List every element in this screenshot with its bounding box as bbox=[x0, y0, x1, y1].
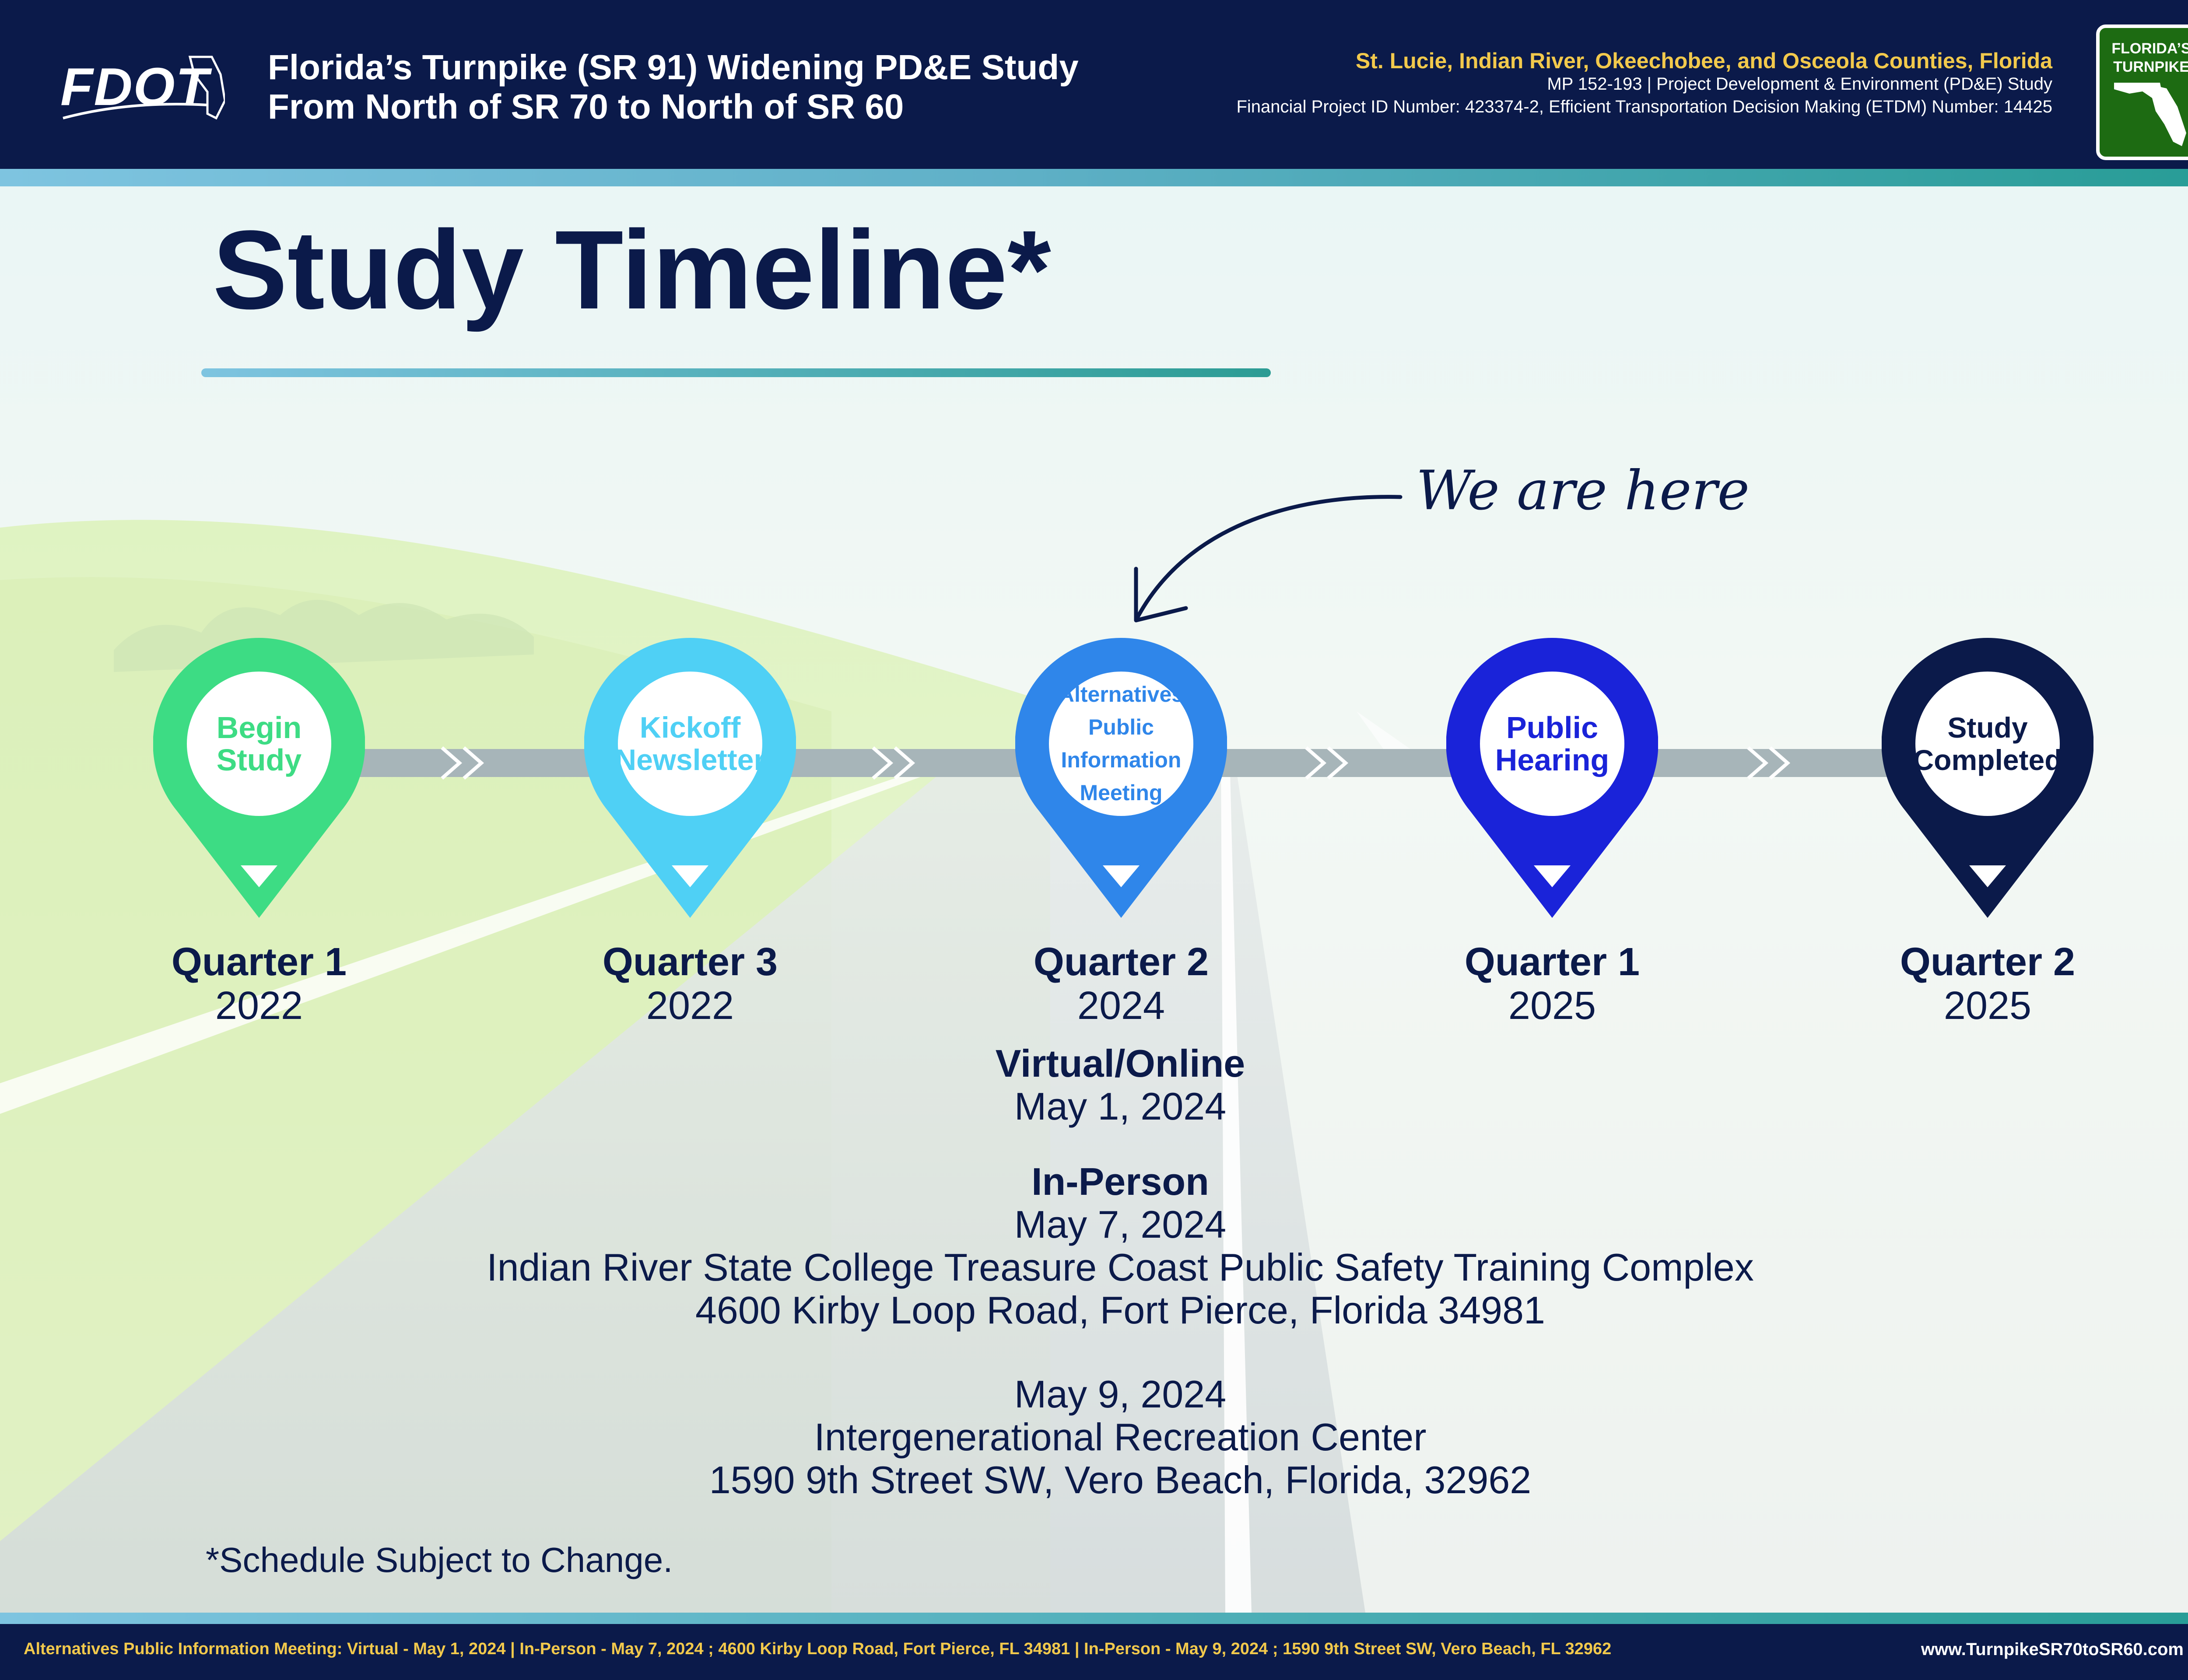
virtual-date: May 1, 2024 bbox=[1014, 1085, 1227, 1128]
location-pin-icon bbox=[584, 637, 796, 918]
milestone-label-line: Study bbox=[216, 743, 302, 777]
chevron-right-icon bbox=[872, 746, 915, 780]
milestone-label-line: Study bbox=[1947, 711, 2028, 744]
turnpike-logo-line2: TURNPIKE bbox=[2113, 59, 2188, 75]
florida-map-icon bbox=[2114, 83, 2186, 146]
milestone-label-line: Begin bbox=[216, 710, 302, 745]
turnpike-logo-line1: FLORIDA’S bbox=[2111, 40, 2188, 57]
title-underline bbox=[201, 368, 1271, 377]
inperson2-date: May 9, 2024 bbox=[1014, 1372, 1227, 1416]
milestone-year: 2025 bbox=[1508, 984, 1596, 1028]
florida-turnpike-logo: FLORIDA’S TURNPIKE bbox=[2096, 24, 2188, 160]
header-bar: FDOT Florida’s Turnpike (SR 91) Widening… bbox=[0, 0, 2188, 169]
header-counties: St. Lucie, Indian River, Okeechobee, and… bbox=[1355, 49, 2052, 73]
we-are-here-arrow-icon bbox=[1134, 495, 1403, 623]
milestone-year: 2022 bbox=[215, 984, 303, 1028]
milestone-label-line: Public bbox=[1506, 710, 1599, 745]
milestone-label-line: Completed bbox=[1913, 744, 2062, 776]
chevron-right-icon bbox=[1747, 746, 1791, 780]
chevron-right-icon bbox=[1305, 746, 1349, 780]
milestone-label-line: Public bbox=[1088, 715, 1154, 739]
milestone-quarter: Quarter 1 bbox=[171, 940, 347, 984]
milestone-quarter: Quarter 1 bbox=[1464, 940, 1640, 984]
inperson1-date: May 7, 2024 bbox=[1014, 1203, 1227, 1246]
location-pin-icon bbox=[1015, 637, 1227, 918]
location-pin-icon bbox=[153, 637, 365, 918]
inperson2-venue: Intergenerational Recreation Center bbox=[814, 1415, 1427, 1459]
milestone-quarter: Quarter 3 bbox=[602, 940, 778, 984]
chevron-right-icon bbox=[441, 746, 484, 780]
milestone-label-line: Hearing bbox=[1495, 743, 1609, 777]
inperson1-address: 4600 Kirby Loop Road, Fort Pierce, Flori… bbox=[695, 1288, 1545, 1332]
footer-website-link[interactable]: www.TurnpikeSR70toSR60.com bbox=[1921, 1640, 2184, 1659]
milestone-label-line: Newsletter bbox=[615, 743, 765, 777]
milestone-quarter: Quarter 2 bbox=[1033, 940, 1209, 984]
milestone-label-line: Kickoff bbox=[639, 711, 741, 744]
location-pin-icon bbox=[1881, 637, 2094, 918]
milestone-quarter: Quarter 2 bbox=[1900, 940, 2076, 984]
milestone-year: 2024 bbox=[1077, 984, 1165, 1028]
inperson2-address: 1590 9th Street SW, Vero Beach, Florida,… bbox=[709, 1458, 1532, 1502]
inperson-heading: In-Person bbox=[1031, 1160, 1209, 1203]
header-project-ids: Financial Project ID Number: 423374-2, E… bbox=[1236, 97, 2052, 116]
footer-accent-stripe bbox=[0, 1613, 2188, 1624]
header-mp-line: MP 152-193 | Project Development & Envir… bbox=[1547, 74, 2052, 94]
footer-bar: Alternatives Public Information Meeting:… bbox=[0, 1624, 2188, 1680]
we-are-here-callout: We are here bbox=[1416, 459, 1750, 522]
milestone-label-line: Information bbox=[1061, 748, 1182, 772]
header-title-line2: From North of SR 70 to North of SR 60 bbox=[268, 87, 904, 126]
header-accent-stripe bbox=[0, 169, 2188, 186]
virtual-heading: Virtual/Online bbox=[995, 1042, 1245, 1085]
fdot-logo-text: FDOT bbox=[60, 57, 210, 116]
inperson1-venue: Indian River State College Treasure Coas… bbox=[487, 1246, 1754, 1289]
location-pin-icon bbox=[1446, 637, 1659, 918]
fdot-logo-icon bbox=[63, 56, 225, 120]
milestone-label-line: Alternatives bbox=[1058, 682, 1184, 707]
page-title: Study Timeline* bbox=[213, 207, 1051, 332]
schedule-footnote: *Schedule Subject to Change. bbox=[206, 1540, 673, 1579]
footer-meeting-info: Alternatives Public Information Meeting:… bbox=[24, 1640, 1612, 1658]
turnpike-logo-text: FLORIDA’S TURNPIKE bbox=[2100, 39, 2188, 76]
header-title-line1: Florida’s Turnpike (SR 91) Widening PD&E… bbox=[268, 48, 1079, 87]
milestone-year: 2025 bbox=[1943, 984, 2032, 1028]
milestone-label-line: Meeting bbox=[1080, 780, 1163, 805]
milestone-year: 2022 bbox=[646, 984, 734, 1028]
